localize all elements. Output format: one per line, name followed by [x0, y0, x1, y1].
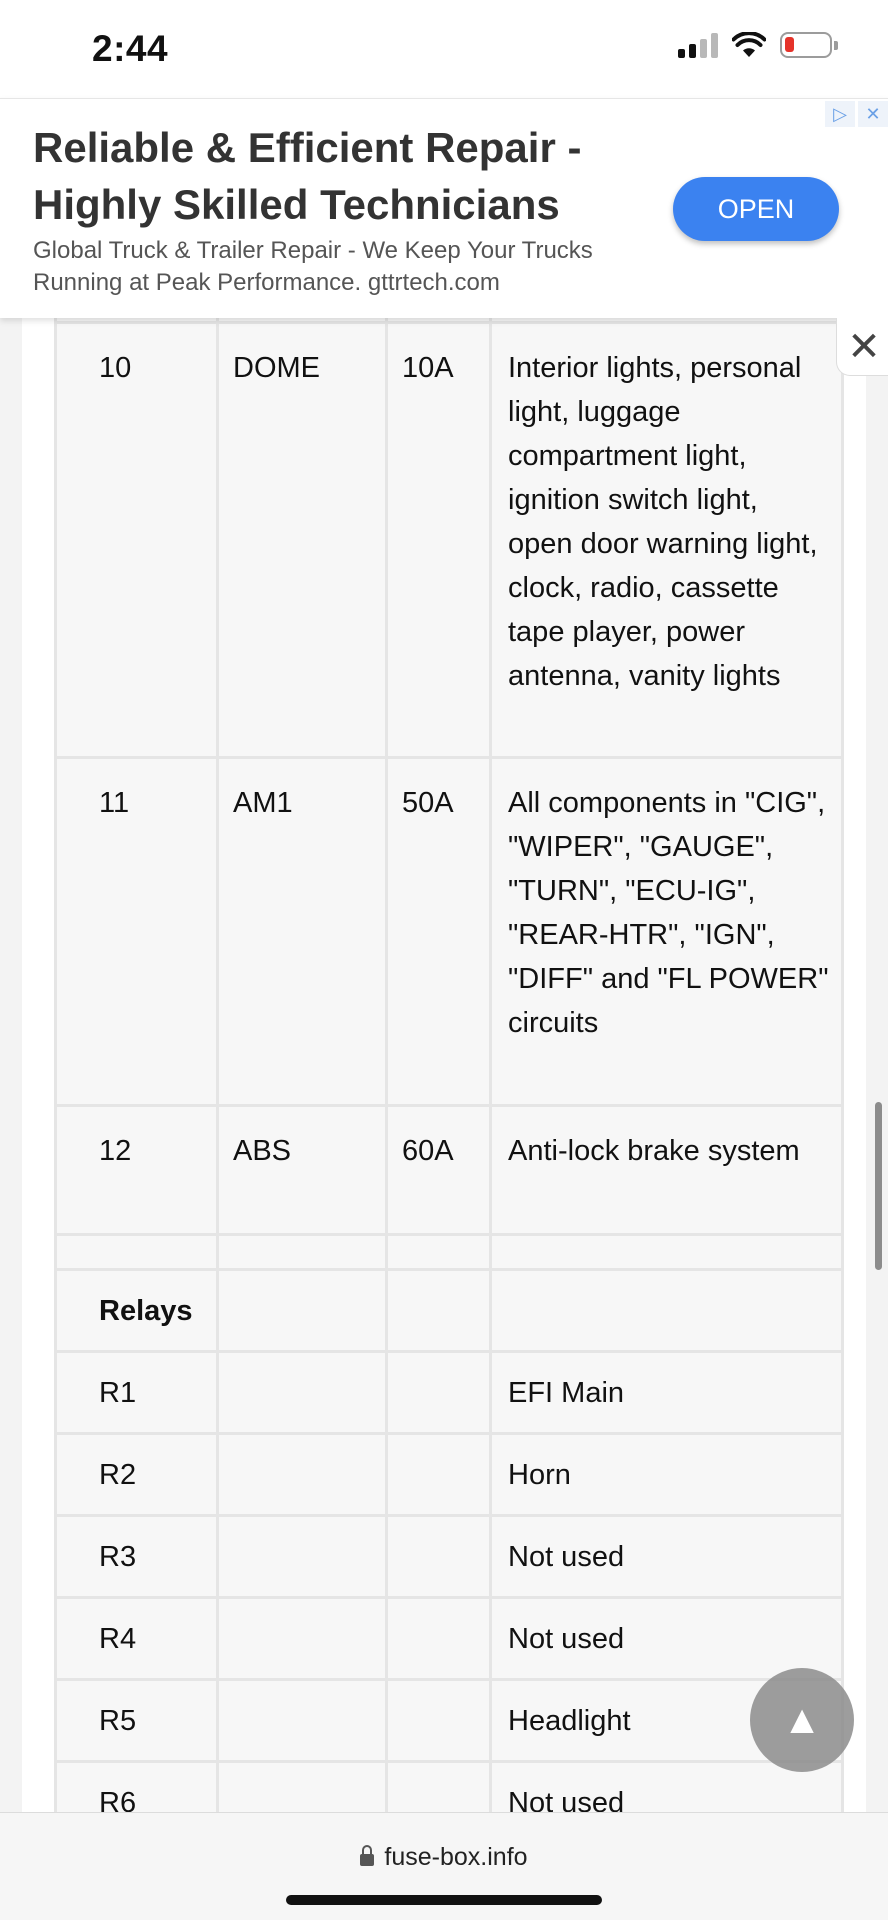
status-bar: 2:44	[0, 0, 888, 98]
wifi-icon	[732, 32, 766, 57]
battery-icon	[780, 32, 838, 58]
fuse-number: 11	[57, 759, 216, 1104]
url-domain[interactable]: fuse-box.info	[384, 1843, 528, 1871]
relay-circuit: EFI Main	[492, 1353, 841, 1432]
relay-circuit: Not used	[492, 1763, 841, 1812]
fuse-name: ABS	[219, 1107, 385, 1233]
fuse-name: AM1	[219, 759, 385, 1104]
status-time: 2:44	[92, 28, 169, 69]
arrow-up-icon: ▲	[782, 1697, 822, 1742]
relays-heading: Relays	[57, 1271, 216, 1350]
relay-id: R3	[57, 1517, 216, 1596]
table-row	[57, 318, 841, 321]
fuse-circuit: All components in "CIG", "WIPER", "GAUGE…	[492, 759, 841, 1104]
relay-id: R6	[57, 1763, 216, 1812]
ad-banner[interactable]: Reliable & Efficient Repair - Highly Ski…	[0, 98, 888, 318]
table-row: R4 Not used	[57, 1599, 841, 1678]
fuse-circuit: Interior lights, personal light, luggage…	[492, 324, 841, 756]
page-content[interactable]: 10 DOME 10A Interior lights, personal li…	[0, 318, 888, 1812]
ad-title[interactable]: Reliable & Efficient Repair - Highly Ski…	[33, 124, 582, 228]
fuse-name: DOME	[219, 324, 385, 756]
ad-choices[interactable]: ▷ ✕	[825, 101, 888, 127]
cellular-signal-icon	[678, 32, 718, 58]
relay-circuit: Not used	[492, 1599, 841, 1678]
table-row: R1 EFI Main	[57, 1353, 841, 1432]
ad-description[interactable]: Global Truck & Trailer Repair - We Keep …	[33, 237, 593, 296]
table-row: 11 AM1 50A All components in "CIG", "WIP…	[57, 759, 841, 1104]
lock-icon	[360, 1844, 375, 1869]
table-row: R2 Horn	[57, 1435, 841, 1514]
fuse-amperage: 10A	[388, 324, 489, 756]
ad-choices-icon[interactable]: ▷	[825, 101, 855, 127]
table-row	[57, 1236, 841, 1268]
relay-id: R4	[57, 1599, 216, 1678]
table-row: 12 ABS 60A Anti-lock brake system	[57, 1107, 841, 1233]
url-display[interactable]: fuse-box.info	[0, 1843, 888, 1872]
table-row: R3 Not used	[57, 1517, 841, 1596]
home-indicator	[286, 1895, 602, 1905]
back-to-top-button[interactable]: ▲	[750, 1668, 854, 1772]
fuse-number: 12	[57, 1107, 216, 1233]
fuse-amperage: 60A	[388, 1107, 489, 1233]
relay-id: R2	[57, 1435, 216, 1514]
url-bar[interactable]: fuse-box.info	[0, 1812, 888, 1920]
relay-id: R1	[57, 1353, 216, 1432]
ad-open-button[interactable]: OPEN	[673, 177, 839, 241]
fuse-number: 10	[57, 324, 216, 756]
fuse-circuit: Anti-lock brake system	[492, 1107, 841, 1233]
relay-circuit: Horn	[492, 1435, 841, 1514]
ad-close-button[interactable]: ✕	[836, 318, 888, 376]
relay-circuit: Not used	[492, 1517, 841, 1596]
table-row: R6 Not used	[57, 1763, 841, 1812]
close-icon: ✕	[847, 324, 881, 369]
table-row: Relays	[57, 1271, 841, 1350]
table-row: R5 Headlight	[57, 1681, 841, 1760]
fuse-amperage: 50A	[388, 759, 489, 1104]
relay-id: R5	[57, 1681, 216, 1760]
status-icons	[678, 32, 838, 58]
fuse-table: 10 DOME 10A Interior lights, personal li…	[54, 318, 844, 1812]
ad-dismiss-icon[interactable]: ✕	[858, 101, 888, 127]
scrollbar-thumb[interactable]	[875, 1102, 882, 1270]
table-row: 10 DOME 10A Interior lights, personal li…	[57, 324, 841, 756]
